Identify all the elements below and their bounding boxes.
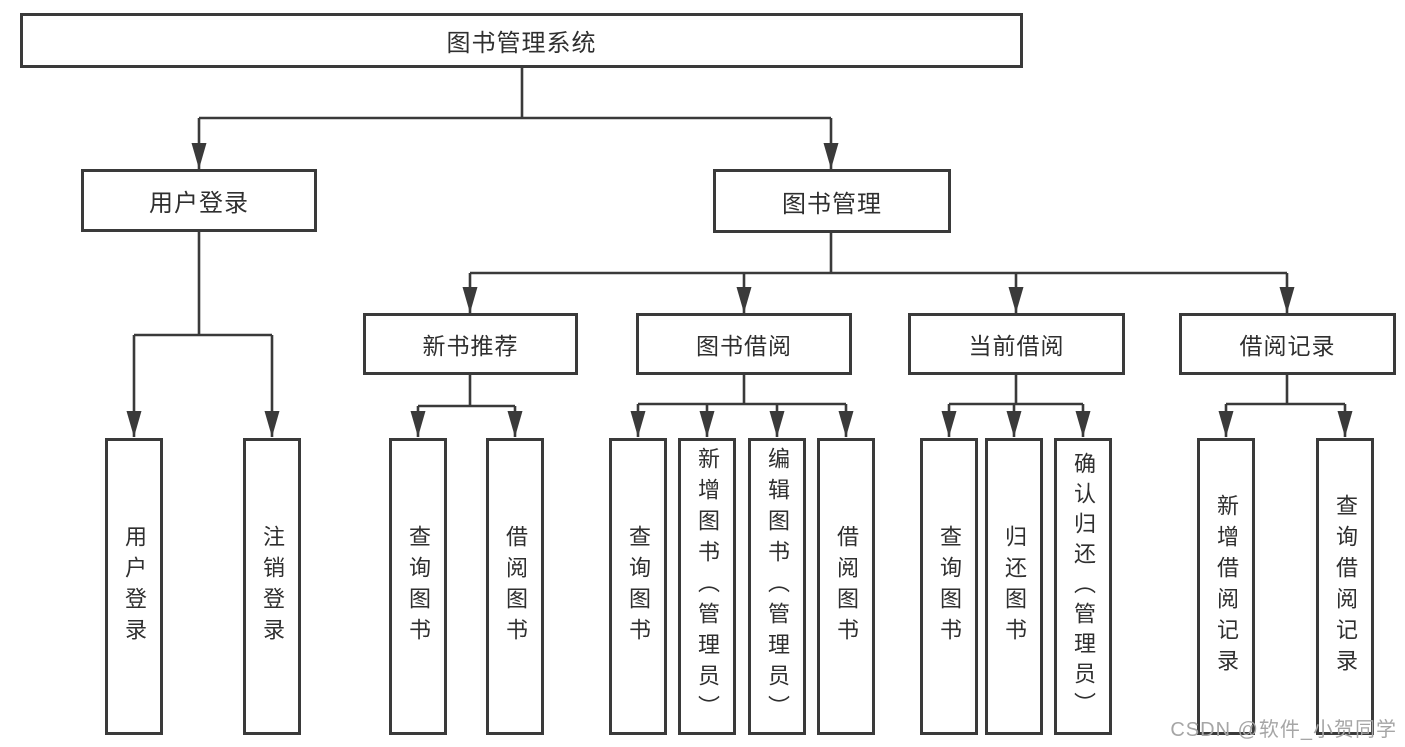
node-book-management-label: 图书管理 xyxy=(782,190,882,218)
leaf-borrow-borrow-book-label: 借阅图书 xyxy=(834,524,859,649)
node-root-label: 图书管理系统 xyxy=(446,30,597,57)
leaf-recommend-borrow-book-label: 借阅图书 xyxy=(503,524,528,649)
leaf-borrow-edit-book-admin: 编辑图书（管理员） xyxy=(748,438,806,735)
leaf-current-confirm-return-admin-label: 确认归还（管理员） xyxy=(1071,451,1096,722)
leaf-record-add-record-label: 新增借阅记录 xyxy=(1214,493,1239,680)
node-current-borrow: 当前借阅 xyxy=(908,313,1125,375)
node-book-management: 图书管理 xyxy=(713,169,951,233)
leaf-borrow-add-book-admin: 新增图书（管理员） xyxy=(678,438,736,735)
node-borrow-record-label: 借阅记录 xyxy=(1239,333,1336,359)
leaf-record-add-record: 新增借阅记录 xyxy=(1197,438,1255,735)
leaf-record-query-record-label: 查询借阅记录 xyxy=(1333,493,1358,680)
leaf-current-return-book: 归还图书 xyxy=(985,438,1043,735)
node-user-login-label: 用户登录 xyxy=(149,190,249,217)
leaf-current-return-book-label: 归还图书 xyxy=(1002,524,1027,649)
leaf-recommend-query-book: 查询图书 xyxy=(389,438,447,735)
leaf-current-query-book: 查询图书 xyxy=(920,438,978,735)
node-current-borrow-label: 当前借阅 xyxy=(968,333,1065,359)
node-borrow-record: 借阅记录 xyxy=(1179,313,1396,375)
leaf-current-confirm-return-admin: 确认归还（管理员） xyxy=(1054,438,1112,735)
leaf-user-login: 用户登录 xyxy=(105,438,163,735)
leaf-record-query-record: 查询借阅记录 xyxy=(1316,438,1374,735)
leaf-borrow-add-book-admin-label: 新增图书（管理员） xyxy=(695,447,720,726)
leaf-logout-label: 注销登录 xyxy=(260,524,285,649)
leaf-recommend-query-book-label: 查询图书 xyxy=(406,524,431,649)
leaf-borrow-edit-book-admin-label: 编辑图书（管理员） xyxy=(765,447,790,726)
leaf-current-query-book-label: 查询图书 xyxy=(937,524,962,649)
leaf-recommend-borrow-book: 借阅图书 xyxy=(486,438,544,735)
node-book-borrow: 图书借阅 xyxy=(636,313,852,375)
csdn-watermark: CSDN @软件_小贺同学 xyxy=(1170,719,1397,741)
leaf-borrow-query-book: 查询图书 xyxy=(609,438,667,735)
leaf-borrow-borrow-book: 借阅图书 xyxy=(817,438,875,735)
leaf-user-login-label: 用户登录 xyxy=(122,524,147,649)
node-user-login: 用户登录 xyxy=(81,169,317,232)
node-new-book-recommend-label: 新书推荐 xyxy=(422,333,519,359)
leaf-borrow-query-book-label: 查询图书 xyxy=(626,524,651,649)
leaf-logout: 注销登录 xyxy=(243,438,301,735)
node-new-book-recommend: 新书推荐 xyxy=(363,313,578,375)
node-root: 图书管理系统 xyxy=(20,13,1023,68)
node-book-borrow-label: 图书借阅 xyxy=(696,333,792,359)
